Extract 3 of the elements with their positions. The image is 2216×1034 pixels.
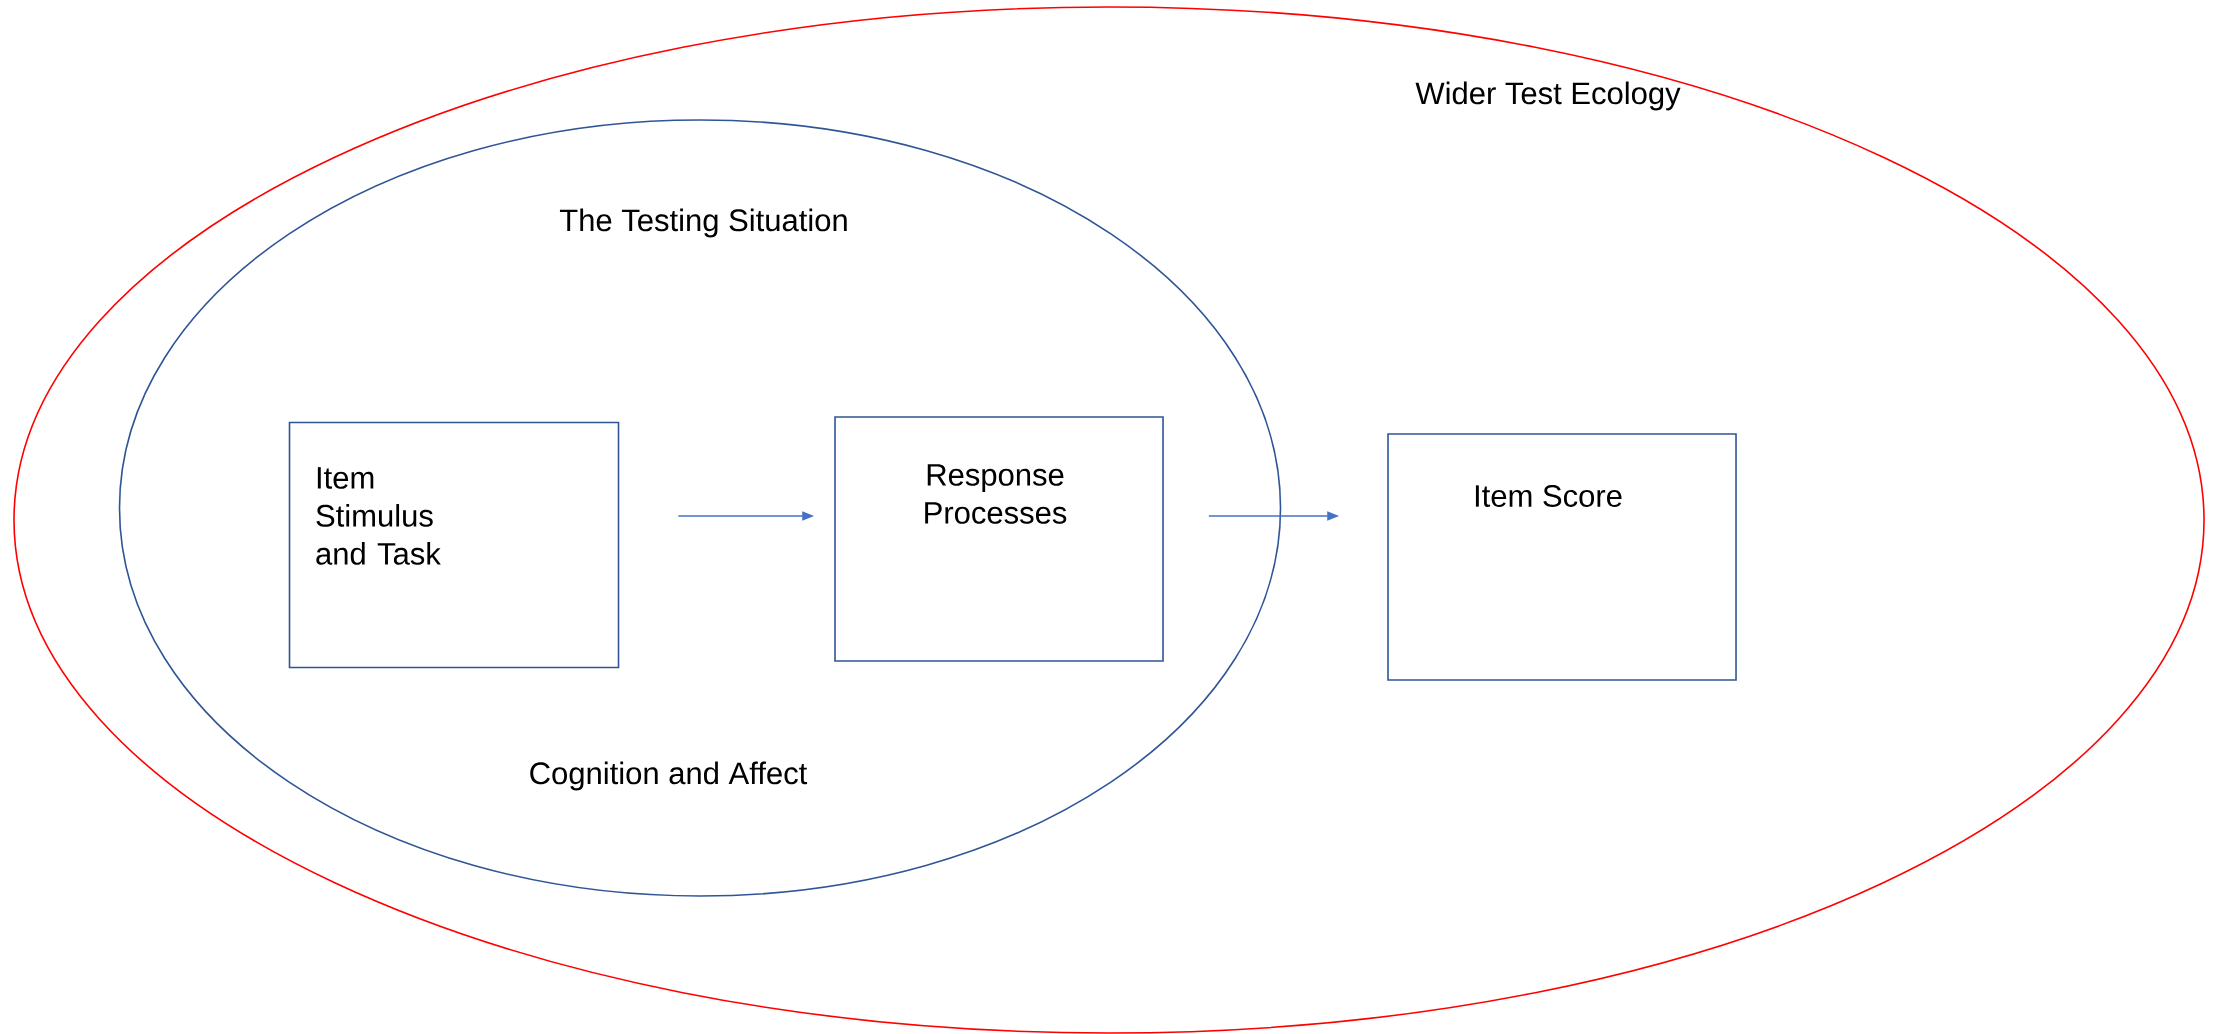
process-box: Response Processes [834, 416, 1164, 662]
process-box: Item Stimulus and Task [288, 421, 620, 669]
process-box: Item Score [1387, 433, 1737, 681]
